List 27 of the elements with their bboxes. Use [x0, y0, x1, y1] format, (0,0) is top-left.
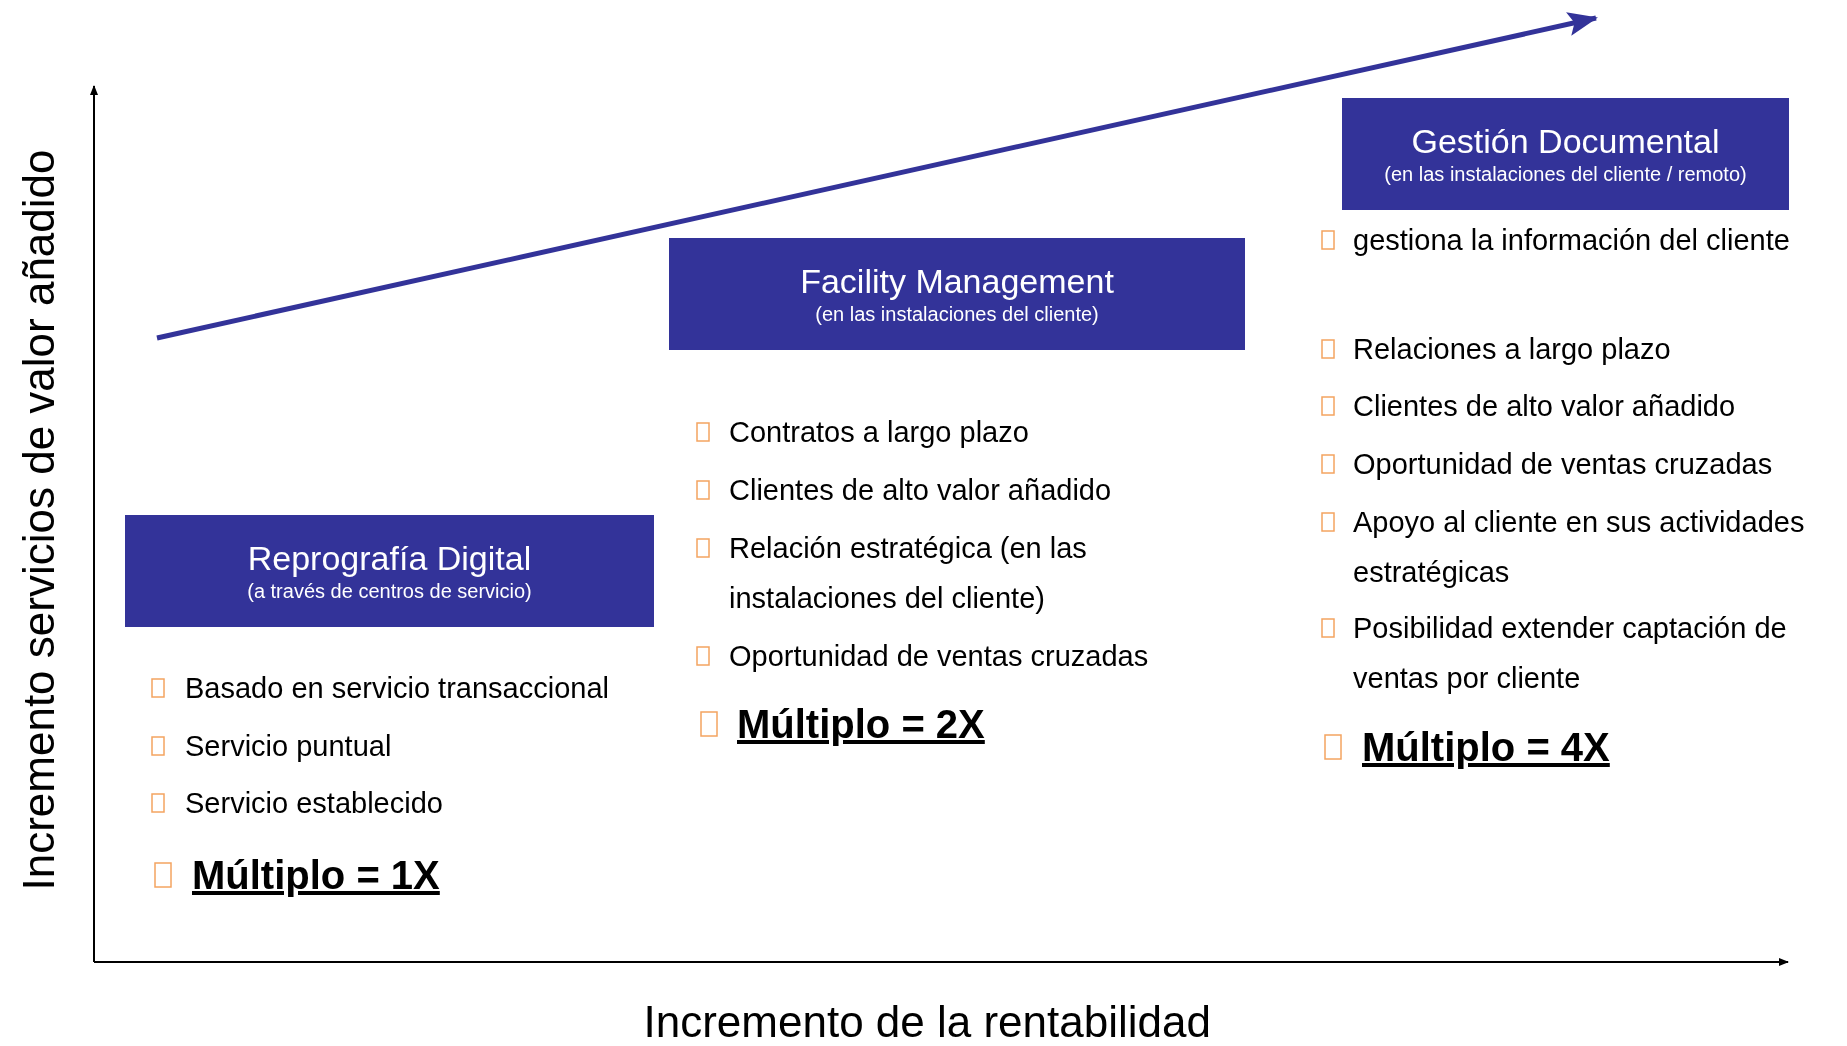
bullet-text: Apoyo al cliente en sus actividades estratégicas: [1353, 505, 1806, 590]
bullet-text: Posibilidad extender captación de ventas por cliente: [1353, 611, 1788, 696]
multiple-text: Múltiplo = 2X: [737, 701, 986, 748]
title-box: [125, 515, 654, 627]
bullet-text: Basado en servicio transaccional: [185, 671, 610, 706]
title-box: [1342, 98, 1789, 210]
bullet-text: Relación estratégica (en las instalaciones del cliente): [729, 531, 1088, 616]
bullet-text: Clientes de alto valor añadido: [729, 473, 1113, 508]
bullet-text: Relaciones a largo plazo: [1353, 332, 1672, 367]
title-box: [669, 238, 1245, 350]
axis-title: Incremento servicios de valor añadido: [12, 149, 64, 891]
axis-title: Incremento de la rentabilidad: [643, 996, 1211, 1046]
box-title: Gestión Documental: [1410, 121, 1721, 161]
bullet-text: gestiona la información del cliente: [1353, 223, 1791, 258]
box-title: Reprografía Digital: [246, 538, 533, 578]
multiple-text: Múltiplo = 4X: [1362, 724, 1611, 771]
bullet-text: Contratos a largo plazo: [729, 415, 1030, 450]
box-subtitle: (a través de centros de servicio): [246, 579, 533, 604]
box-subtitle: (en las instalaciones del cliente / remoto): [1383, 162, 1748, 187]
box-subtitle: (en las instalaciones del cliente): [814, 302, 1100, 327]
bullet-text: Servicio puntual: [185, 729, 393, 764]
bullet-text: Clientes de alto valor añadido: [1353, 389, 1737, 424]
multiple-text: Múltiplo = 1X: [192, 852, 441, 899]
bullet-text: Oportunidad de ventas cruzadas: [1353, 447, 1774, 482]
box-title: Facility Management: [799, 261, 1115, 301]
bullet-text: Servicio establecido: [185, 786, 444, 821]
bullet-text: Oportunidad de ventas cruzadas: [729, 639, 1150, 674]
